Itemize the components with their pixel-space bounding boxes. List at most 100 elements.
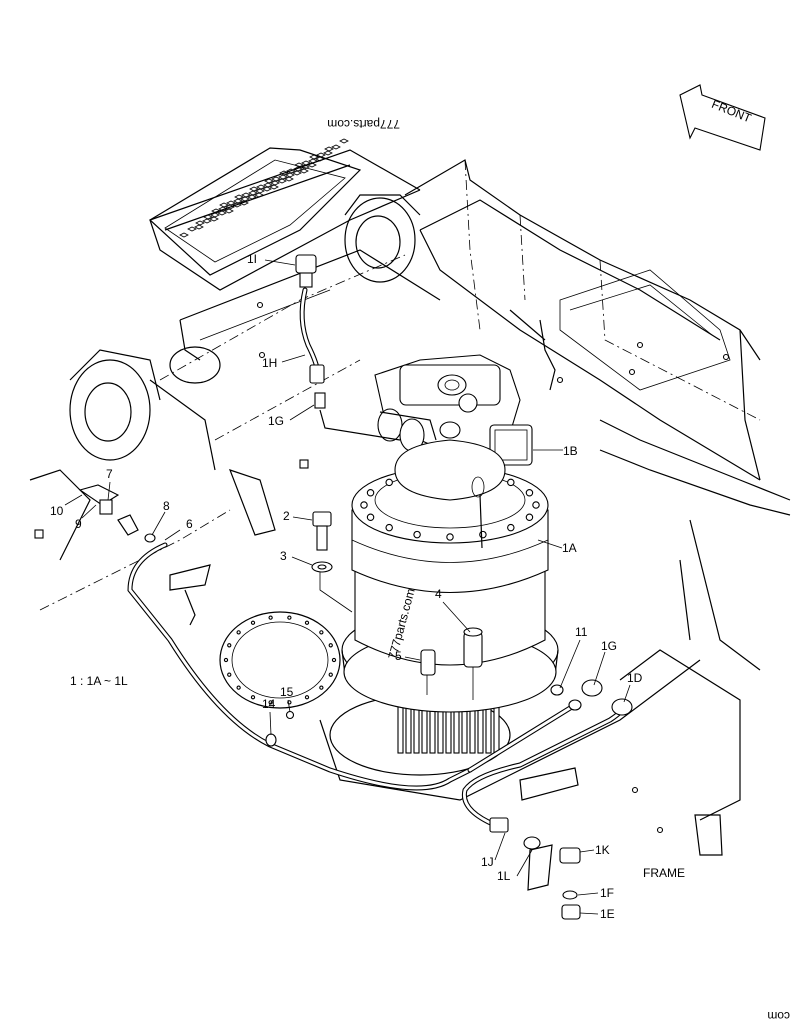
flange-bolt bbox=[413, 530, 421, 539]
flange-bolt bbox=[366, 513, 375, 521]
plate-hole bbox=[315, 156, 325, 162]
plate-hole bbox=[263, 182, 273, 188]
plate-hole bbox=[278, 174, 288, 180]
callout-1L: 1L bbox=[497, 869, 511, 883]
callout-1H: 1H bbox=[262, 356, 277, 370]
plate-hole bbox=[270, 180, 280, 186]
plate-hole bbox=[209, 216, 219, 222]
plate-hole bbox=[203, 214, 213, 220]
plate-hole bbox=[226, 200, 236, 206]
plate-hole bbox=[323, 150, 333, 156]
watermark-top: 777parts.com bbox=[327, 117, 400, 131]
flange-bolt bbox=[366, 489, 375, 497]
pinion-tooth bbox=[397, 704, 404, 754]
callout-8: 8 bbox=[163, 499, 170, 513]
plate-hole bbox=[179, 232, 189, 238]
plate-hole bbox=[248, 190, 258, 196]
ring-bolt bbox=[328, 643, 333, 648]
plate-hole bbox=[234, 194, 244, 200]
watermark-corner: com bbox=[767, 1009, 790, 1023]
reduction-gear bbox=[341, 439, 559, 754]
pinion-tooth bbox=[421, 704, 428, 754]
callout-15: 15 bbox=[280, 685, 294, 699]
plate-hole bbox=[301, 160, 311, 166]
plate-hole bbox=[269, 184, 279, 190]
ring-bolt bbox=[236, 685, 241, 690]
frame-bolts bbox=[34, 301, 730, 834]
front-direction-arrow: FRONT bbox=[679, 84, 766, 151]
ring-bolt bbox=[227, 643, 232, 648]
callout-1B: 1B bbox=[563, 444, 578, 458]
ring-bolt bbox=[250, 695, 256, 700]
flange-bolt bbox=[479, 530, 487, 539]
ring-bolt bbox=[331, 657, 337, 663]
callout-1D: 1D bbox=[627, 671, 643, 685]
hinge-lugs bbox=[29, 194, 421, 561]
callout-4: 4 bbox=[435, 587, 442, 601]
plate-hole bbox=[292, 170, 302, 176]
flange-bolt bbox=[385, 523, 393, 532]
plate-hole bbox=[300, 164, 310, 170]
plate-hole bbox=[219, 202, 229, 208]
callout-7: 7 bbox=[106, 467, 113, 481]
plate-hole bbox=[195, 220, 205, 226]
plate-hole bbox=[210, 212, 220, 218]
ring-bolt bbox=[250, 620, 256, 625]
pinion-tooth bbox=[469, 704, 476, 754]
callout-3: 3 bbox=[280, 549, 287, 563]
callout-10: 10 bbox=[50, 504, 64, 518]
plate-hole bbox=[218, 206, 228, 212]
ring-bolt bbox=[236, 630, 241, 635]
ring-bolt bbox=[268, 615, 273, 620]
plate-hole bbox=[254, 192, 264, 198]
plate-hole bbox=[308, 158, 318, 164]
hoses bbox=[78, 254, 633, 920]
plate-hole bbox=[331, 144, 341, 150]
flange-bolt bbox=[507, 523, 515, 532]
flange-bolt bbox=[360, 501, 368, 509]
pinion-tooth bbox=[429, 704, 436, 754]
plate-hole bbox=[187, 226, 197, 232]
ring-bolt bbox=[268, 700, 273, 705]
plate-hole bbox=[299, 168, 309, 174]
plate-hole bbox=[285, 172, 295, 178]
callout-1F: 1F bbox=[600, 886, 614, 900]
callout-9: 9 bbox=[75, 517, 82, 531]
ring-bolt bbox=[287, 615, 292, 620]
flange-bolt bbox=[532, 501, 540, 509]
plate-hole bbox=[277, 178, 287, 184]
plate-hole bbox=[307, 162, 317, 168]
upper-frame bbox=[39, 149, 791, 671]
callout-6: 6 bbox=[186, 517, 193, 531]
plate-hole bbox=[339, 138, 349, 144]
callout-1J: 1J bbox=[481, 855, 494, 869]
callouts: 1I 1H 1G 1B 1A 2 3 4 5 6 7 8 9 10 11 1G … bbox=[50, 252, 643, 921]
floor-plate bbox=[169, 564, 741, 856]
frame-label: FRAME bbox=[643, 866, 685, 880]
plate-hole bbox=[240, 196, 250, 202]
callout-1E: 1E bbox=[600, 907, 615, 921]
plate-hole bbox=[194, 224, 204, 230]
ring-bolt bbox=[304, 695, 310, 700]
callout-11: 11 bbox=[575, 625, 588, 639]
range-note: 1 : 1A ~ 1L bbox=[70, 674, 128, 688]
flange-bolt bbox=[507, 478, 515, 487]
plate-hole bbox=[217, 210, 227, 216]
ring-bolt bbox=[304, 620, 310, 625]
ring-bolt bbox=[328, 672, 333, 677]
plate-hole bbox=[286, 168, 296, 174]
pinion-tooth bbox=[477, 704, 484, 754]
pinion-tooth bbox=[493, 704, 500, 754]
plate-hole bbox=[225, 204, 235, 210]
callout-5: 5 bbox=[395, 649, 402, 663]
callout-1A: 1A bbox=[562, 541, 577, 555]
callout-1I: 1I bbox=[247, 252, 257, 266]
ring-bolt bbox=[227, 672, 232, 677]
plate-hole bbox=[239, 200, 249, 206]
plate-hole bbox=[262, 186, 272, 192]
plate-hole bbox=[316, 152, 326, 158]
step-plate bbox=[149, 138, 362, 276]
plate-hole bbox=[211, 208, 221, 214]
pinion-tooth bbox=[413, 704, 420, 754]
